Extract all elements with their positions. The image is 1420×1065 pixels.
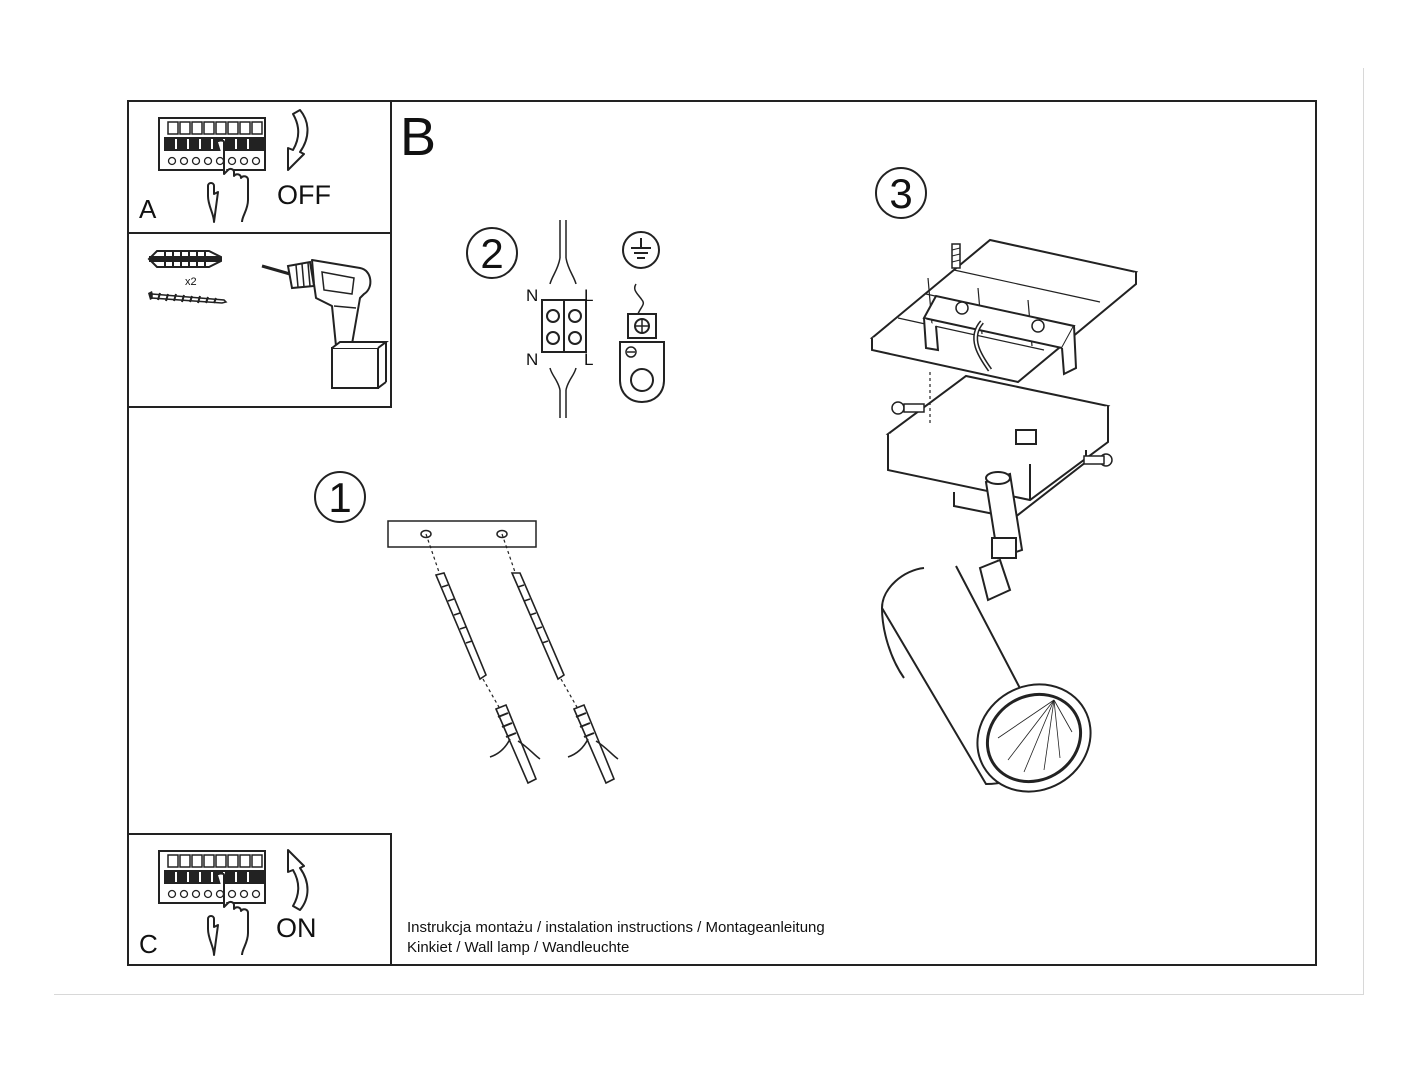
page-edge <box>1363 68 1364 995</box>
section-b-letter: B <box>400 107 437 167</box>
step-1-badge: 1 <box>314 471 366 523</box>
page-edge <box>54 994 1364 995</box>
wire-label-neutral-top: N <box>526 286 539 305</box>
rotate-up-arrow-icon <box>287 849 309 911</box>
step-3-badge: 3 <box>875 167 927 219</box>
power-drill-icon <box>261 259 389 389</box>
on-label: ON <box>276 913 317 943</box>
wire-label-live-top: L <box>584 286 594 305</box>
wire-label-live-bottom: L <box>584 350 594 369</box>
hand-pointer-icon <box>207 872 249 956</box>
screw-icon <box>148 291 228 304</box>
circuit-breaker-panel-icon <box>158 850 266 904</box>
circuit-breaker-panel-icon <box>158 117 266 171</box>
panel-c-letter: C <box>139 929 158 959</box>
panel-a-letter: A <box>139 194 157 224</box>
terminal-block-wiring-diagram <box>541 220 587 418</box>
off-label: OFF <box>277 180 331 210</box>
ground-terminal-icon <box>619 231 665 404</box>
wall-plug-icon <box>147 250 222 268</box>
step-2-badge: 2 <box>466 227 518 279</box>
wire-label-neutral-bottom: N <box>526 350 539 369</box>
hand-pointer-icon <box>207 139 249 223</box>
instruction-sheet-frame <box>127 100 1317 966</box>
mounting-bracket-drilling-diagram <box>387 520 619 785</box>
dowel-count: x2 <box>185 276 197 288</box>
caption-title: Instrukcja montażu / instalation instruc… <box>407 919 825 936</box>
caption-product: Kinkiet / Wall lamp / Wandleuchte <box>407 939 630 956</box>
rotate-down-arrow-icon <box>287 109 309 171</box>
wall-lamp-assembly-diagram <box>869 238 1139 793</box>
